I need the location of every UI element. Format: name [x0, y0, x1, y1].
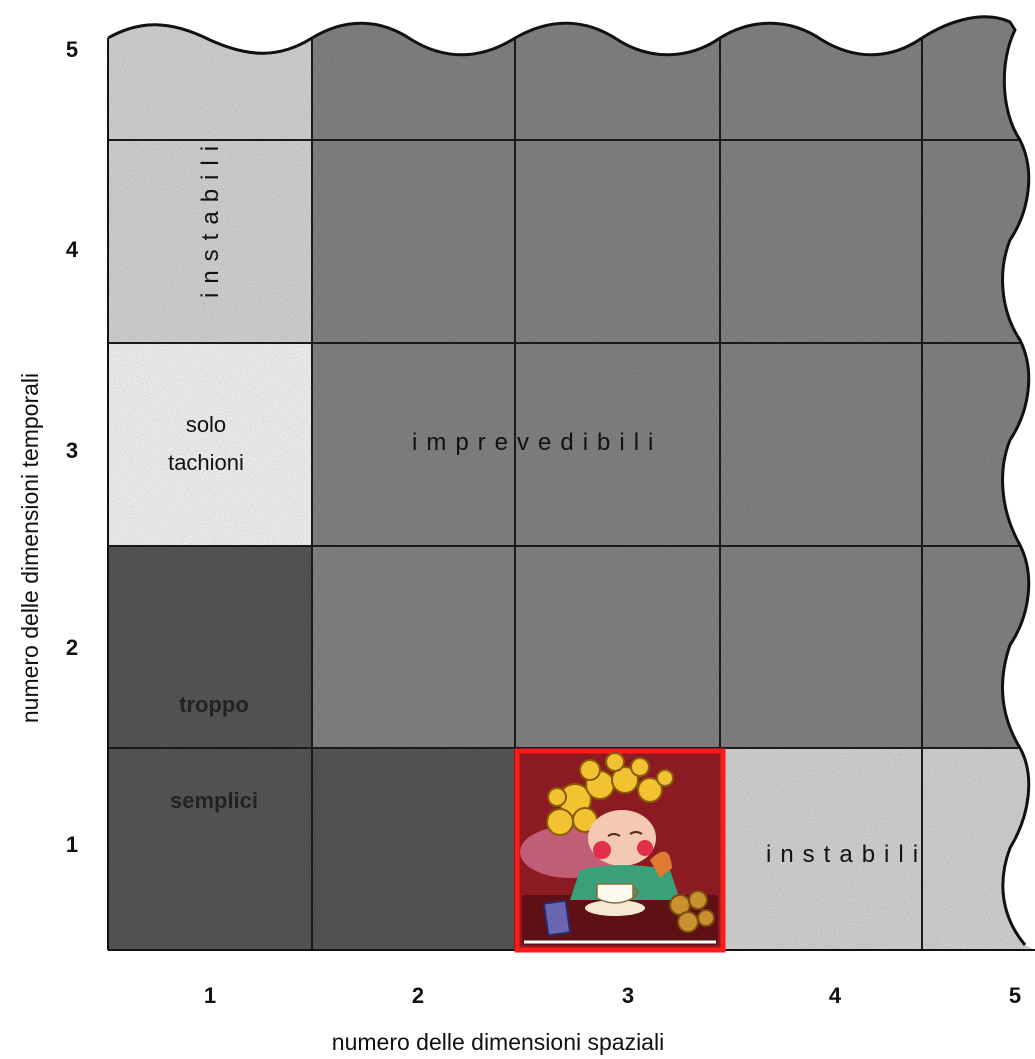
label-tachioni: tachioni [168, 450, 244, 475]
label-instabili-left: instabili [197, 137, 224, 298]
x-axis-ticks: 1 2 3 4 5 [204, 983, 1021, 1008]
label-imprevedibili: imprevedibili [412, 429, 662, 456]
y-axis-title: numero delle dimensioni temporali [17, 373, 43, 723]
x-axis-title: numero delle dimensioni spaziali [332, 1029, 664, 1055]
y-tick-3: 3 [66, 438, 78, 463]
label-solo: solo [186, 412, 226, 437]
y-tick-2: 2 [66, 635, 78, 660]
y-axis-ticks: 1 2 3 4 5 [66, 37, 79, 857]
wavy-boundary [107, 15, 1031, 946]
x-tick-5: 5 [1009, 983, 1021, 1008]
child-drinking-tea-icon [520, 752, 718, 945]
y-tick-1: 1 [66, 832, 78, 857]
y-tick-4: 4 [66, 237, 79, 262]
label-troppo: troppo [179, 692, 249, 717]
label-instabili-bottom: instabili [766, 841, 927, 868]
x-tick-3: 3 [622, 983, 634, 1008]
x-tick-2: 2 [412, 983, 424, 1008]
highlighted-picture [514, 748, 726, 953]
label-semplici: semplici [170, 788, 258, 813]
x-tick-1: 1 [204, 983, 216, 1008]
y-tick-5: 5 [66, 37, 78, 62]
x-tick-4: 4 [829, 983, 842, 1008]
